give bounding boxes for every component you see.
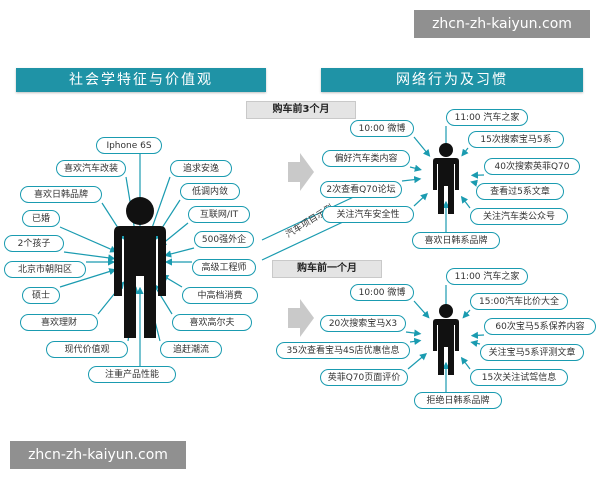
left-node: 中高档消费	[182, 287, 258, 304]
connector-line	[63, 251, 116, 262]
group2-node: 15:00汽车比价大全	[470, 293, 568, 310]
connector-line	[409, 164, 422, 172]
group1-node: 喜欢日韩系品牌	[412, 232, 500, 249]
group1-node: 15次搜索宝马5系	[468, 131, 564, 148]
left-title-banner: 社会学特征与价值观	[16, 68, 266, 92]
connector-line	[470, 339, 481, 347]
group2-node: 10:00 微博	[350, 284, 414, 301]
left-node: Iphone 6S	[96, 137, 162, 154]
left-node: 已婚	[22, 210, 60, 227]
connector-line	[59, 268, 117, 288]
connector-line	[407, 352, 428, 370]
connector-line	[460, 356, 471, 370]
group1-node: 关注汽车安全性	[322, 206, 414, 223]
connector-line	[164, 247, 195, 258]
left-node: 喜欢高尔夫	[172, 314, 252, 331]
connector-line	[59, 226, 118, 253]
left-node: 喜欢理财	[20, 314, 98, 331]
connector-line	[413, 192, 428, 207]
group2-node: 拒绝日韩系品牌	[414, 392, 502, 409]
arrow-icon-2	[288, 299, 314, 337]
person-icon-right-1	[433, 143, 459, 214]
arrow-icon-1	[288, 153, 314, 191]
group1-node: 40次搜索英菲Q70	[484, 158, 580, 175]
left-node: 硕士	[22, 287, 60, 304]
left-node: 互联网/IT	[188, 206, 250, 223]
watermark-bottom: zhcn-zh-kaiyun.com	[10, 441, 186, 469]
group2-node: 英菲Q70页面评价	[320, 369, 408, 386]
left-node: 追赶潮流	[160, 341, 222, 358]
group1-node: 2次查看Q70论坛	[320, 181, 402, 198]
connector-line	[460, 195, 471, 209]
connector-line	[470, 179, 478, 187]
connector-line	[409, 337, 422, 345]
group1-node: 11:00 汽车之家	[446, 109, 528, 126]
group1-node: 偏好汽车类内容	[322, 150, 410, 167]
group1-node: 查看过5系文章	[476, 183, 564, 200]
group2-node: 15次关注试驾信息	[470, 369, 568, 386]
left-node: 追求安逸	[170, 160, 232, 177]
group2-node: 20次搜索宝马X3	[320, 315, 406, 332]
left-node: 注重产品性能	[88, 366, 176, 383]
connector-line	[401, 176, 422, 184]
connector-line	[405, 329, 422, 337]
left-node: 喜欢汽车改装	[56, 160, 126, 177]
connector-line	[470, 331, 485, 339]
watermark-top: zhcn-zh-kaiyun.com	[414, 10, 590, 38]
group1-node: 10:00 微博	[350, 120, 414, 137]
connector-line	[413, 300, 430, 319]
left-node: 北京市朝阳区	[4, 261, 86, 278]
group2-node: 11:00 汽车之家	[446, 268, 528, 285]
left-node: 500强外企	[194, 231, 254, 248]
connector-line	[461, 147, 469, 157]
group2-node: 60次宝马5系保养内容	[484, 318, 596, 335]
connector-line	[462, 309, 471, 319]
person-icon-left	[114, 197, 166, 338]
group2-node: 关注宝马5系评测文章	[480, 344, 584, 361]
group2-node: 35次查看宝马4S店优惠信息	[276, 342, 410, 359]
left-node: 低调内敛	[180, 183, 240, 200]
left-node: 高级工程师	[192, 259, 256, 276]
group2-title: 购车前一个月	[272, 260, 382, 278]
group1-node: 关注汽车类公众号	[470, 208, 568, 225]
connector-line	[413, 136, 431, 157]
right-title-banner: 网络行为及习惯	[321, 68, 583, 92]
left-node: 2个孩子	[4, 235, 64, 252]
group1-title: 购车前3个月	[246, 101, 356, 119]
connector-line	[152, 283, 173, 315]
left-node: 现代价值观	[46, 341, 128, 358]
left-node: 喜欢日韩品牌	[20, 186, 102, 203]
person-icon-right-2	[433, 304, 459, 375]
